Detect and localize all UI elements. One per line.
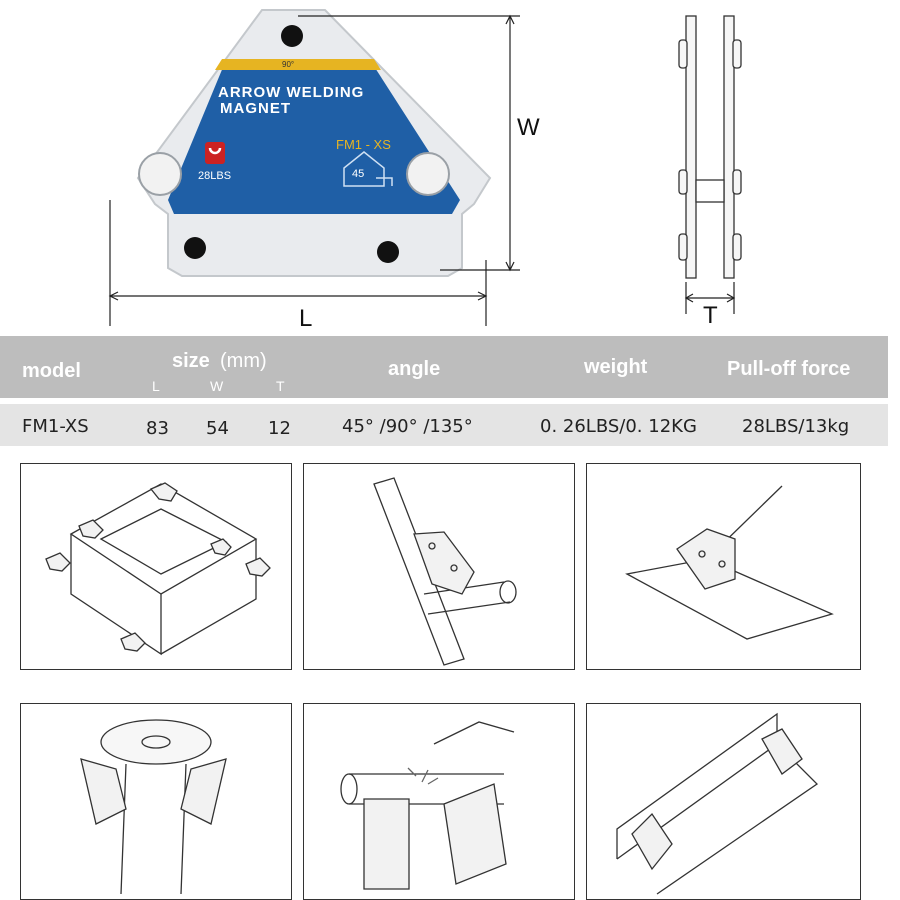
cell-length: 83 <box>146 418 169 439</box>
usage-panel-sheet <box>586 463 861 670</box>
usage-panel-box-frame <box>20 463 292 670</box>
usage-panel-pipe-angle <box>303 463 575 670</box>
product-model-label: FM1 - XS <box>336 137 391 152</box>
dimension-l-label: L <box>299 305 313 332</box>
dimension-t-label: T <box>703 302 718 329</box>
header-size-unit: (mm) <box>220 350 267 372</box>
product-title-line2: MAGNET <box>220 100 291 117</box>
stud-left <box>138 152 182 196</box>
subheader-l: L <box>152 378 160 394</box>
spec-table-header: model size (mm) L W T angle weight Pull-… <box>0 336 888 398</box>
cell-model: FM1-XS <box>22 416 89 437</box>
magnet-side-view <box>678 15 742 279</box>
degree-mark: 90° <box>282 60 295 69</box>
usage-panel-flange <box>20 703 292 900</box>
dimension-lines <box>108 14 520 326</box>
cell-angle: 45° /90° /135° <box>342 416 473 437</box>
product-force-label: 28LBS <box>198 170 232 182</box>
subheader-w: W <box>210 378 224 394</box>
spec-table-row: FM1-XS 83 54 12 45° /90° /135° 0. 26LBS/… <box>0 404 888 446</box>
header-force: Pull-off force <box>727 358 851 380</box>
product-illustration <box>108 9 742 326</box>
angle-arrow-icon <box>343 151 385 187</box>
header-weight: weight <box>584 356 648 378</box>
cell-width: 54 <box>206 418 229 439</box>
header-model: model <box>22 360 81 382</box>
subheader-t: T <box>276 378 285 394</box>
mount-hole-left <box>184 237 206 259</box>
product-title-line1: ARROW WELDING <box>218 84 365 101</box>
cell-force: 28LBS/13kg <box>742 416 850 437</box>
product-angle-label: 45 <box>352 168 365 180</box>
dimension-w-label: W <box>517 114 540 141</box>
cell-weight: 0. 26LBS/0. 12KG <box>540 416 697 437</box>
usage-panel-channel <box>586 703 861 900</box>
cell-thickness: 12 <box>268 418 291 439</box>
usage-panel-welding <box>303 703 575 900</box>
header-angle: angle <box>388 358 441 380</box>
header-size: size <box>172 350 210 372</box>
magnet-front-view <box>136 9 492 277</box>
mount-hole-top <box>281 25 303 47</box>
stud-right <box>406 152 450 196</box>
mount-hole-right <box>377 241 399 263</box>
